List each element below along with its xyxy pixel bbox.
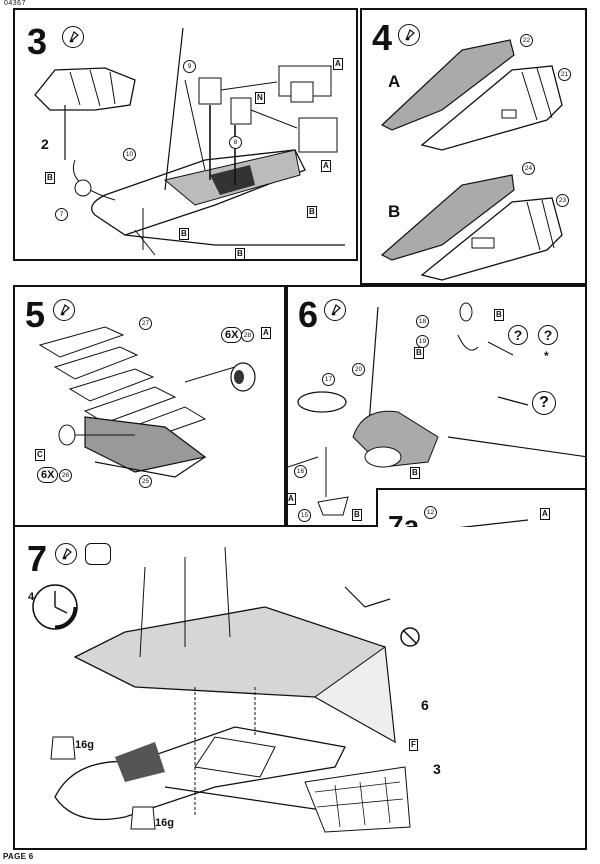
step4-number: 4	[372, 17, 393, 58]
step7-panel: 7 4 16g 16g 6 F 3	[13, 527, 587, 850]
step3-code: A	[321, 160, 331, 172]
step4-panel: 4 A B 22 21 24 23	[360, 8, 587, 285]
step5-code: A	[261, 327, 271, 339]
step6-ref: 15	[298, 509, 311, 522]
step6-ref: 20	[352, 363, 365, 376]
step7a-code: A	[540, 508, 550, 520]
step6-panel: 6 18 B 19 ? ? * B 17 20 ? B 16 A 15 B	[286, 285, 587, 527]
page-footer: PAGE 6	[3, 852, 34, 861]
step3-illustration	[34, 27, 345, 256]
step7-code: F	[409, 739, 418, 751]
step6-ref: 18	[416, 315, 429, 328]
weight-label: 16g	[75, 739, 94, 751]
step5-panel: 5 27 6X 28 A C 6X 26 25	[13, 285, 286, 527]
step4-variant-a: A	[388, 72, 401, 91]
step3-code: B	[45, 172, 55, 184]
step7-number: 7	[27, 538, 48, 579]
tape-icon	[85, 543, 111, 565]
step7a-ref: 12	[424, 506, 437, 519]
step6-code: A	[288, 493, 296, 505]
step4-ref: 22	[520, 34, 533, 47]
step3-code: B	[179, 228, 189, 240]
step4-variant-b: B	[388, 202, 401, 221]
step6-number: 6	[298, 294, 319, 335]
step5-code: C	[35, 449, 45, 461]
step6-ref: 16	[294, 465, 307, 478]
step5-qty: 6X	[37, 467, 59, 483]
step6-code: B	[414, 347, 424, 359]
question-icon: ?	[538, 325, 558, 345]
step3-ref: 7	[55, 208, 68, 221]
question-icon: ?	[532, 391, 556, 415]
step4-ref: 23	[556, 194, 569, 207]
step3-number: 3	[27, 21, 48, 62]
question-icon: ?	[508, 325, 528, 345]
step3-ref: 8	[229, 136, 242, 149]
step5-qty: 6X	[221, 327, 243, 343]
step7-illustration	[32, 546, 420, 833]
glue-icon	[53, 299, 75, 321]
step4-illustration	[380, 39, 563, 281]
page-top-code: 04367	[4, 0, 26, 7]
clock-number: 4	[28, 591, 35, 603]
glue-icon	[55, 543, 77, 565]
step3-panel: 3 2 9 10 7 8 A N B A B B B	[13, 8, 358, 261]
optional-marker: *	[544, 349, 549, 363]
step3-code: B	[307, 206, 317, 218]
step6-illustration	[288, 302, 585, 516]
step3-code: N	[255, 92, 265, 104]
step5-ref: 26	[59, 469, 72, 482]
glue-icon	[324, 299, 346, 321]
weight-label: 16g	[155, 817, 174, 829]
step6-code: B	[494, 309, 504, 321]
step5-ref: 28	[241, 329, 254, 342]
step5-ref: 25	[139, 475, 152, 488]
step3-ref: 10	[123, 148, 136, 161]
step5-illustration	[38, 326, 256, 478]
step4-ref: 24	[522, 162, 535, 175]
step6-code: B	[410, 467, 420, 479]
step7-part-6: 6	[421, 697, 429, 713]
step7-part-3: 3	[433, 761, 441, 777]
step3-code: A	[333, 58, 343, 70]
step6-code: B	[352, 509, 362, 521]
step4-ref: 21	[558, 68, 571, 81]
step3-code: B	[235, 248, 245, 259]
glue-icon	[62, 26, 84, 48]
step5-number: 5	[25, 294, 46, 335]
step3-part-2: 2	[41, 136, 49, 152]
step5-ref: 27	[139, 317, 152, 330]
glue-icon	[398, 24, 420, 46]
step3-ref: 9	[183, 60, 196, 73]
step6-ref: 17	[322, 373, 335, 386]
